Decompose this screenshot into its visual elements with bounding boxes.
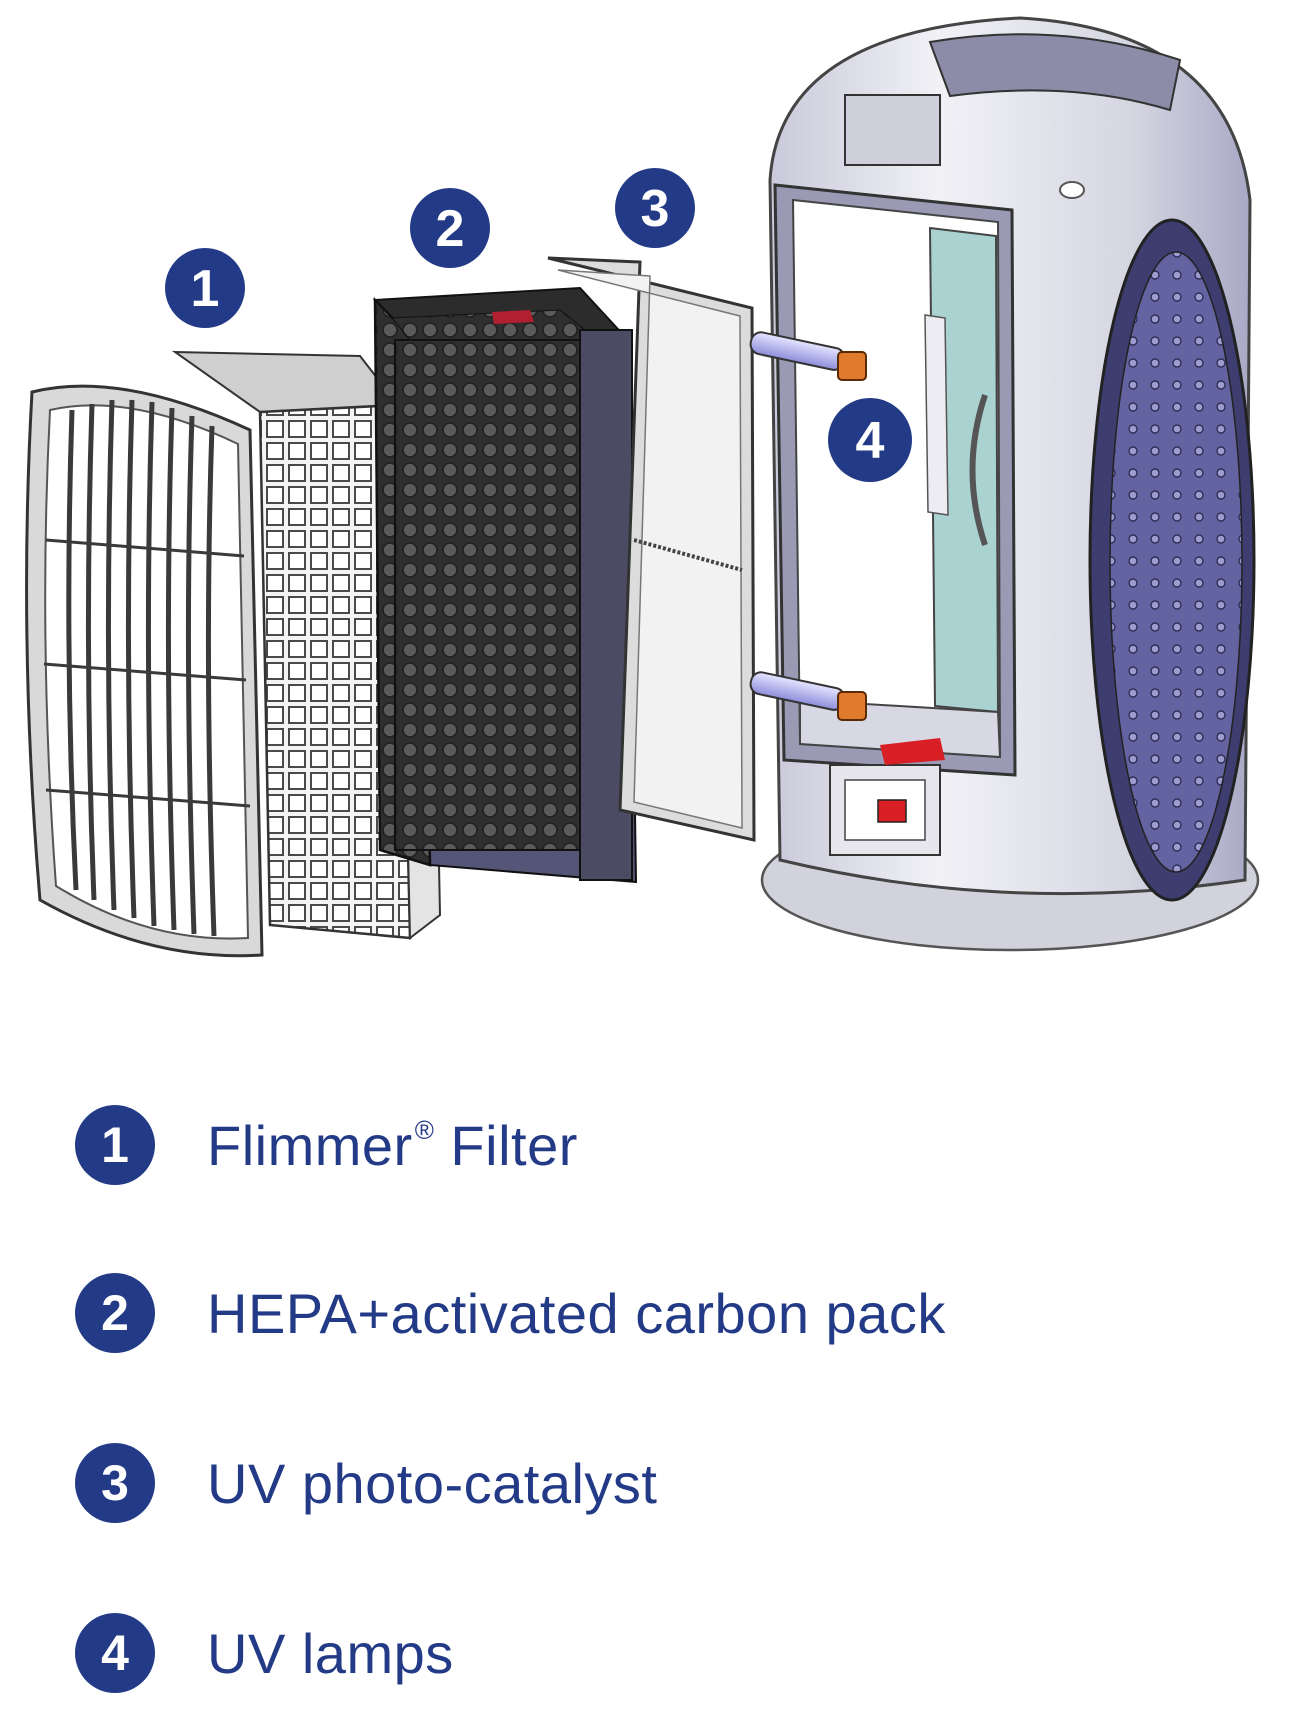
legend-item-hepa-carbon-pack: 2 HEPA+activated carbon pack xyxy=(75,1268,1225,1358)
exploded-purifier-diagram: 1 2 3 4 xyxy=(25,16,1260,958)
registered-mark: ® xyxy=(414,1114,435,1145)
legend-label-1: Flimmer® Filter xyxy=(207,1113,578,1177)
front-grille xyxy=(25,384,264,958)
carbon-pack xyxy=(372,286,638,884)
legend-label-4: UV lamps xyxy=(207,1621,454,1685)
legend-label-3: UV photo-catalyst xyxy=(207,1451,658,1515)
legend-item-uv-photo-catalyst: 3 UV photo-catalyst xyxy=(75,1438,1225,1528)
callout-2-number: 2 xyxy=(436,200,465,258)
uv-lamp-bottom xyxy=(749,671,867,721)
callout-1: 1 xyxy=(165,248,245,328)
legend-label-2: HEPA+activated carbon pack xyxy=(207,1281,946,1345)
legend-badge-1: 1 xyxy=(75,1105,155,1185)
callout-4-number: 4 xyxy=(856,412,885,470)
legend-item-flimmer-filter: 1 Flimmer® Filter xyxy=(75,1100,1225,1190)
callout-3-number: 3 xyxy=(641,180,670,238)
legend-badge-2: 2 xyxy=(75,1273,155,1353)
purifier-housing xyxy=(749,16,1260,952)
legend-badge-4: 4 xyxy=(75,1613,155,1693)
callout-4: 4 xyxy=(828,398,912,482)
uv-lamp-top xyxy=(749,331,867,381)
callout-3: 3 xyxy=(615,168,695,248)
legend-badge-3: 3 xyxy=(75,1443,155,1523)
callout-1-number: 1 xyxy=(191,260,220,318)
legend-item-uv-lamps: 4 UV lamps xyxy=(75,1608,1225,1698)
callout-2: 2 xyxy=(410,188,490,268)
photo-catalyst-plate xyxy=(547,256,756,842)
